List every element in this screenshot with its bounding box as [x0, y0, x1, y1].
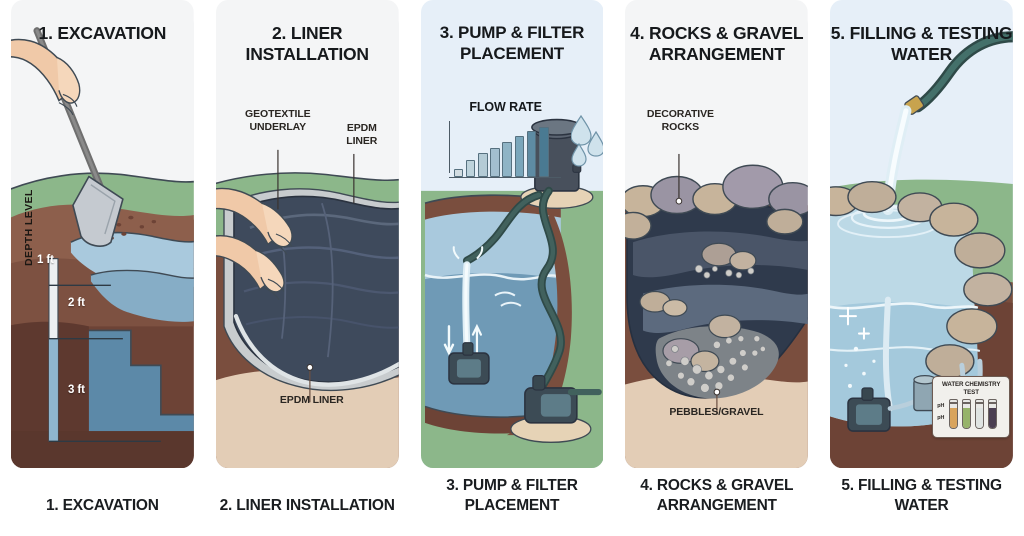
- callout-decorative-rocks: DECORATIVE ROCKS: [646, 108, 714, 133]
- panel-rocks-gravel[interactable]: DECORATIVE ROCKS PEBBLES/GRAVEL 4. ROCKS…: [614, 0, 819, 536]
- water-droplets-icon: [570, 114, 603, 167]
- tube-amber: [949, 399, 959, 429]
- callout-geotextile-underlay: GEOTEXTILE UNDERLAY: [245, 108, 311, 133]
- flow-rate-bar: [477, 152, 488, 177]
- flow-rate-title: FLOW RATE: [469, 100, 542, 114]
- panel-excavation[interactable]: DEPTH LEVEL 1 ft 2 ft 3 ft 1. EXCAVATION…: [0, 0, 205, 536]
- panel-caption: 5. FILLING & TESTING WATER: [841, 477, 1002, 515]
- pump-filter-illustration: FLOW RATE: [420, 0, 604, 468]
- flow-rate-bars: [453, 126, 564, 177]
- panel-heading: 1. EXCAVATION: [38, 23, 167, 43]
- panel-caption: 4. ROCKS & GRAVEL ARRANGEMENT: [640, 477, 794, 515]
- liner-svg: [215, 0, 399, 468]
- flow-rate-y-axis: [448, 121, 451, 173]
- depth-level-axis-label: DEPTH LEVEL: [23, 189, 35, 266]
- water-chemistry-test-card[interactable]: WATER CHEMISTRY TEST pH pH: [932, 376, 1011, 438]
- depth-tick-3ft: 3 ft: [68, 384, 85, 396]
- flow-rate-x-axis: [448, 176, 561, 178]
- liner-illustration: GEOTEXTILE UNDERLAY EPDM LINER EPDM LINE…: [215, 0, 399, 468]
- excavation-illustration: DEPTH LEVEL 1 ft 2 ft 3 ft: [11, 0, 194, 468]
- ph-label-1: pH: [937, 403, 945, 409]
- tube-dark: [988, 399, 998, 429]
- tube-clear: [975, 399, 985, 429]
- panel-heading: 5. FILLING & TESTING WATER: [830, 23, 1013, 65]
- excavation-svg: [11, 0, 194, 468]
- flow-rate-bar: [490, 147, 500, 177]
- callout-epdm-liner-bottom: EPDM LINER: [279, 394, 344, 406]
- test-tube-rack: [949, 399, 998, 429]
- panel-filling-testing[interactable]: WATER CHEMISTRY TEST pH pH 5. FILLING & …: [819, 0, 1024, 536]
- flow-rate-bar: [465, 159, 476, 177]
- tube-green: [962, 399, 972, 429]
- panel-caption: 3. PUMP & FILTER PLACEMENT: [446, 477, 578, 515]
- flow-rate-chart: FLOW RATE: [441, 100, 571, 178]
- flow-rate-bar: [514, 135, 525, 177]
- flow-rate-bar: [453, 168, 464, 177]
- filling-testing-illustration: WATER CHEMISTRY TEST pH pH: [830, 0, 1013, 468]
- rocks-gravel-svg: [625, 0, 809, 468]
- callout-pebbles-gravel: PEBBLES/GRAVEL: [669, 406, 764, 418]
- flow-rate-plot: [448, 121, 571, 178]
- depth-tick-1ft: 1 ft: [37, 254, 54, 266]
- panel-liner-installation[interactable]: GEOTEXTILE UNDERLAY EPDM LINER EPDM LINE…: [205, 0, 410, 536]
- panel-heading: 3. PUMP & FILTER PLACEMENT: [439, 23, 585, 63]
- panel-caption: 2. LINER INSTALLATION: [219, 497, 395, 515]
- callout-epdm-liner-top: EPDM LINER: [346, 122, 378, 147]
- water-chemistry-test-title: WATER CHEMISTRY TEST: [942, 381, 1001, 396]
- rocks-gravel-illustration: DECORATIVE ROCKS PEBBLES/GRAVEL: [625, 0, 809, 468]
- flow-rate-bar: [502, 141, 512, 177]
- pump-filter-svg: [420, 0, 604, 468]
- panel-caption: 1. EXCAVATION: [45, 497, 159, 515]
- depth-tick-2ft: 2 ft: [68, 297, 85, 309]
- flow-rate-bar: [538, 126, 549, 177]
- flow-rate-bar: [526, 130, 537, 177]
- ph-label-2: pH: [937, 415, 945, 421]
- panel-heading: 2. LINER INSTALLATION: [245, 23, 370, 65]
- panel-heading: 4. ROCKS & GRAVEL ARRANGEMENT: [630, 23, 804, 65]
- panel-pump-filter[interactable]: FLOW RATE 3. PUMP & FILTER PLACEMENT 3. …: [410, 0, 615, 536]
